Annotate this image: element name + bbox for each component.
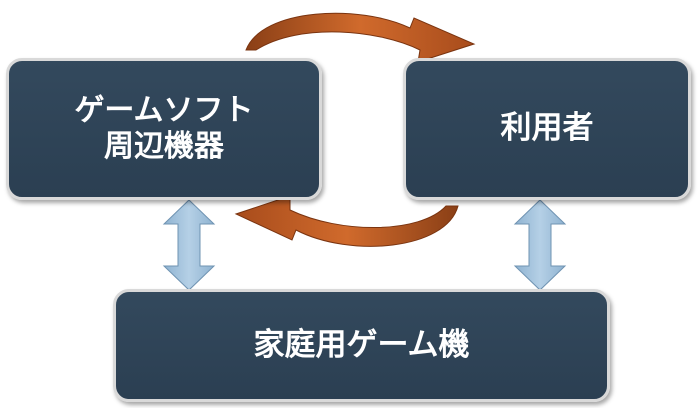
node-home-console: 家庭用ゲーム機 [113,289,610,402]
node-game-software-line1: ゲームソフト [74,93,254,128]
node-game-software-line2: 周辺機器 [104,129,224,164]
double-arrow-software-console [162,199,216,291]
node-user-label: 利用者 [500,110,594,147]
arrow-user-to-software [234,195,459,247]
double-arrow-user-console [513,199,567,291]
node-game-software: ゲームソフト 周辺機器 [6,58,322,200]
arrow-software-to-user [245,12,476,63]
node-user: 利用者 [403,58,691,200]
node-home-console-label: 家庭用ゲーム機 [253,326,470,363]
